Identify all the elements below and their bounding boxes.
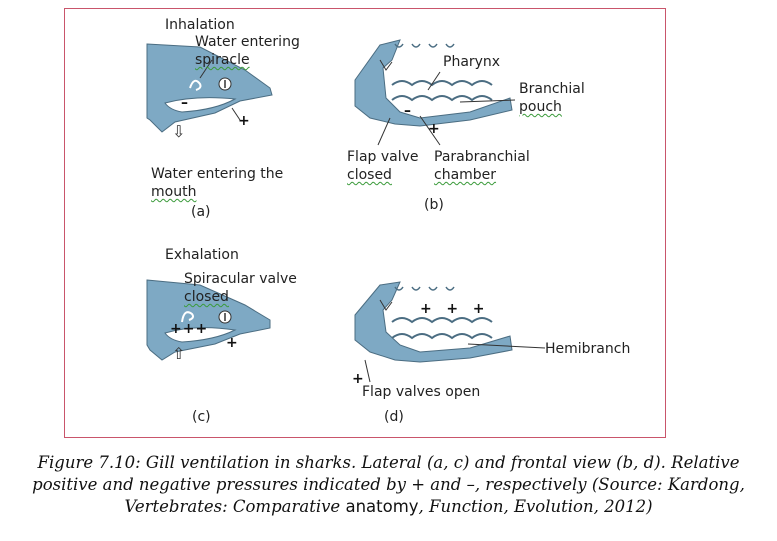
panel-letter-d: (d) xyxy=(384,409,404,425)
panel-letter-a: (a) xyxy=(191,204,211,220)
spiracle-label: spiracle xyxy=(195,52,250,68)
figure-caption: Figure 7.10: Gill ventilation in sharks.… xyxy=(0,452,777,518)
pouch-label: pouch xyxy=(519,99,562,115)
down-arrow-icon: ⇩ xyxy=(172,122,186,141)
figure-frame xyxy=(64,8,666,438)
exhalation-heading: Exhalation xyxy=(165,247,239,263)
spiracular-closed-label: closed xyxy=(184,289,229,305)
flap-valves-open-label: Flap valves open xyxy=(362,384,481,400)
panel-letter-b: (b) xyxy=(424,197,444,213)
positive-pressure-sign-d: + xyxy=(352,371,364,387)
chamber-label: chamber xyxy=(434,167,497,183)
positive-pressure-sign-c: + xyxy=(226,335,238,351)
mouth-label-line2: mouth xyxy=(151,184,197,200)
shark-head-lateral-c xyxy=(146,279,271,361)
shark-head-lateral-a xyxy=(146,43,273,133)
positive-pressure-sign-b: + xyxy=(428,121,440,137)
caption-line-3-part-1: Vertebrates: Comparative xyxy=(124,497,346,516)
positive-pressure-sign-a: + xyxy=(238,113,250,129)
inhalation-heading: Inhalation xyxy=(165,17,235,33)
caption-line-1: Figure 7.10: Gill ventilation in sharks.… xyxy=(37,453,740,472)
hemibranch-label: Hemibranch xyxy=(545,341,631,357)
negative-pressure-sign-a: – xyxy=(181,95,188,111)
branchial-label: Branchial xyxy=(519,81,585,97)
flap-valve-closed-label: closed xyxy=(347,167,392,183)
up-arrow-icon: ⇧ xyxy=(172,344,186,363)
parabranchial-label: Parabranchial xyxy=(434,149,530,165)
caption-line-3: Vertebrates: Comparative anatomy, Functi… xyxy=(0,496,777,518)
caption-line-3-part-3: , Function, Evolution, 2012) xyxy=(418,497,653,516)
gill-frontal-b xyxy=(354,39,516,146)
positive-pressure-cluster-c: +++ xyxy=(170,321,209,337)
water-entering-label: Water entering xyxy=(195,34,300,50)
flap-valve-label: Flap valve xyxy=(347,149,419,165)
gill-frontal-d xyxy=(354,281,546,383)
panel-letter-c: (c) xyxy=(192,409,211,425)
caption-line-2: positive and negative pressures indicate… xyxy=(32,475,745,494)
negative-pressure-sign-b: – xyxy=(404,103,411,119)
spiracular-valve-label: Spiracular valve xyxy=(184,271,297,287)
positive-pressure-row-d: + + + xyxy=(420,301,485,317)
pharynx-label: Pharynx xyxy=(443,54,501,70)
caption-line-3-part-2: anatomy xyxy=(345,497,419,516)
mouth-label-line1: Water entering the xyxy=(151,166,284,182)
